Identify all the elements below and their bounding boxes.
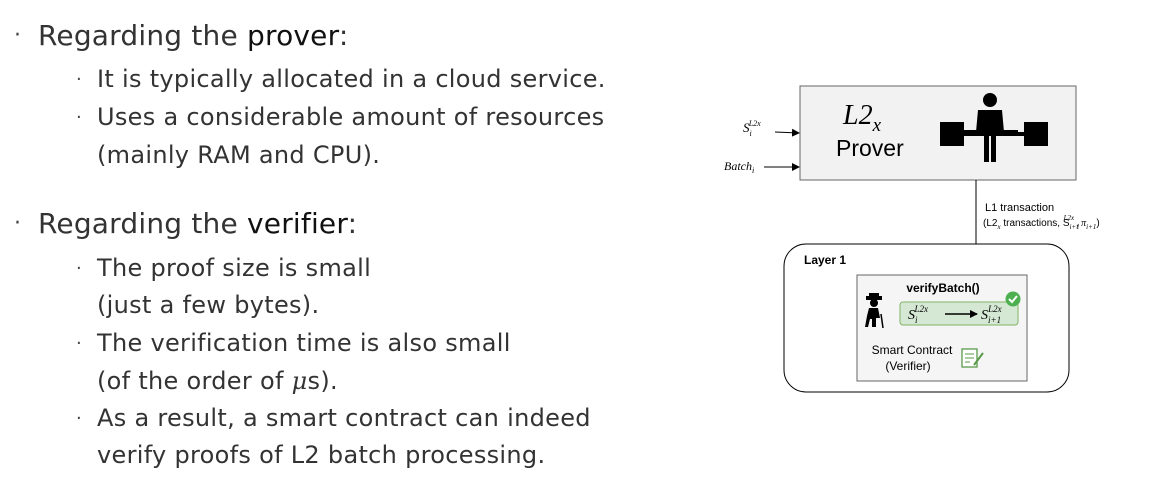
weightlifter-icon [940, 93, 1048, 162]
prover-item: Uses a considerable amount of resources [97, 103, 605, 131]
old-man-icon [865, 293, 884, 329]
bullet-dot: · [14, 211, 21, 236]
contract-icon [961, 348, 984, 368]
rollup-diagram: L2x Prover SiL2x Batchi L1 transaction (… [700, 70, 1150, 410]
mu-symbol: μ [291, 367, 308, 395]
state-input-label: SiL2x [743, 119, 761, 138]
prover-item: It is typically allocated in a cloud ser… [97, 65, 606, 93]
prover-heading: Regarding the prover: [38, 18, 348, 54]
smart-contract-box [856, 274, 1028, 382]
heading-keyword: prover [247, 19, 339, 52]
heading-lead: Regarding the [38, 207, 247, 240]
bullet-dot: · [14, 23, 21, 48]
heading-keyword: verifier [247, 207, 348, 240]
bullet-dot: · [76, 333, 82, 354]
verifier-item-continuation: verify proofs of L2 batch processing. [97, 441, 546, 469]
verify-batch-label: verifyBatch() [906, 281, 979, 295]
verifier-heading: Regarding the verifier: [38, 206, 357, 242]
state-input-arrow [774, 128, 800, 137]
heading-tail: : [338, 19, 349, 52]
bullet-list: · Regarding the prover: · It is typicall… [14, 18, 606, 469]
bullet-dot: · [76, 408, 82, 429]
bullet-dot: · [76, 69, 82, 90]
bullet-dot: · [76, 107, 82, 128]
contract-label-line1: Smart Contract [872, 343, 953, 357]
verifier-item-continuation: (of the order of μs). [97, 363, 338, 400]
heading-tail: : [347, 207, 358, 240]
check-icon [1005, 291, 1021, 307]
l1-transaction-detail: (L2x transactions, Si+1L2x, πi+1) [983, 214, 1100, 231]
heading-lead: Regarding the [38, 19, 247, 52]
state-to-label: Si+1L2x [981, 304, 1002, 325]
prover-label: Prover [836, 135, 904, 161]
contract-label-line2: (Verifier) [885, 359, 930, 373]
verifier-item-continuation: (just a few bytes). [97, 291, 320, 319]
verifier-item: The verification time is also small [97, 329, 511, 357]
verifier-item: The proof size is small [97, 254, 372, 282]
text-part: (of the order of [97, 367, 292, 395]
bullet-dot: · [76, 258, 82, 279]
layer1-label: Layer 1 [804, 253, 846, 267]
batch-input-label: Batchi [724, 159, 754, 175]
state-from-label: SiL2x [908, 304, 928, 325]
prover-item-continuation: (mainly RAM and CPU). [97, 141, 381, 169]
text-part: s). [307, 367, 338, 395]
prover-title: L2x [842, 100, 882, 136]
l1-transaction-label: L1 transaction [985, 202, 1054, 214]
verifier-item: As a result, a smart contract can indeed [97, 404, 591, 432]
diagram-canvas: L2x Prover SiL2x Batchi L1 transaction (… [724, 85, 1100, 393]
